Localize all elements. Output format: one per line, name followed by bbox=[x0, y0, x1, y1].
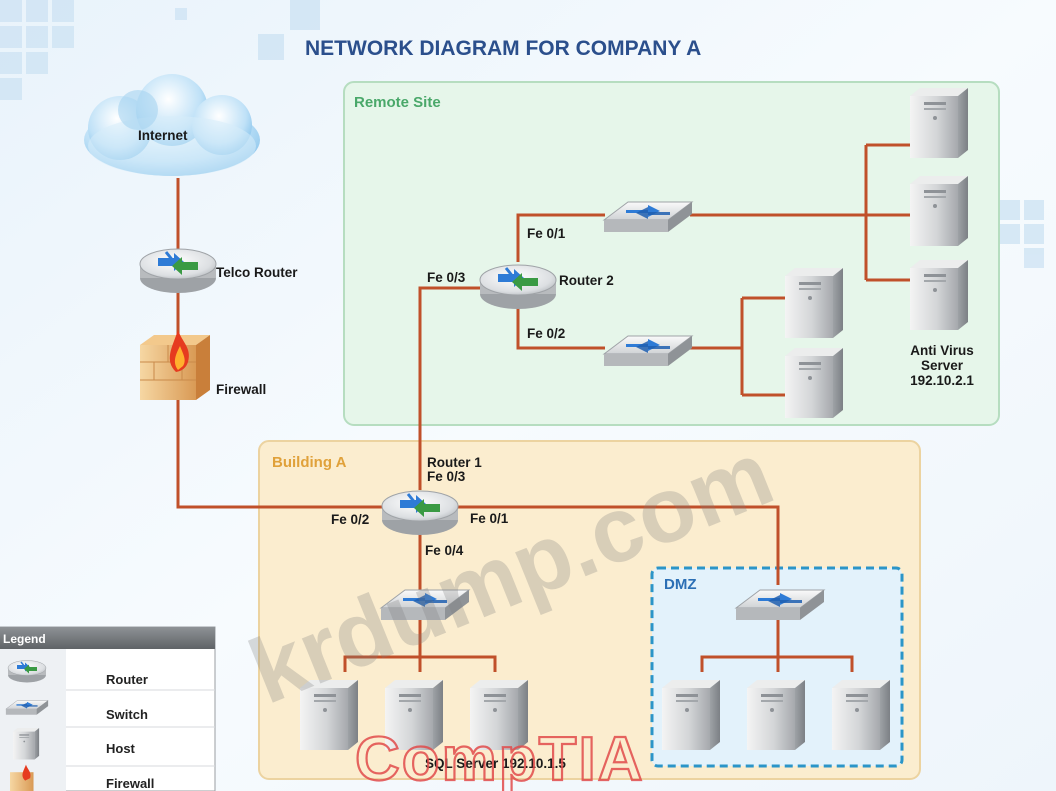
telco-router-icon bbox=[138, 247, 218, 295]
legend-host-label: Host bbox=[106, 741, 136, 756]
sql-server-label: SQL Server 192.10.1.5 bbox=[425, 756, 566, 771]
dmz-server-1-icon bbox=[662, 680, 720, 750]
antivirus-server-label-1: Anti Virus bbox=[910, 343, 974, 358]
router-1-port-fe02: Fe 0/2 bbox=[331, 512, 369, 527]
internet-cloud-icon bbox=[84, 74, 260, 176]
building-a-label: Building A bbox=[272, 454, 347, 471]
antivirus-server-label-2: Server bbox=[921, 358, 964, 373]
remote-server-4-icon bbox=[785, 348, 843, 418]
firewall-icon bbox=[140, 330, 210, 400]
legend-host-icon bbox=[13, 728, 40, 760]
telco-router-label: Telco Router bbox=[216, 265, 298, 280]
router-2-label: Router 2 bbox=[559, 273, 614, 288]
legend-router-icon bbox=[7, 659, 47, 684]
diagram-title: NETWORK DIAGRAM FOR COMPANY A bbox=[305, 37, 701, 60]
remote-site-label: Remote Site bbox=[354, 94, 441, 111]
router-1-port-fe01: Fe 0/1 bbox=[470, 511, 509, 526]
dmz-server-3-icon bbox=[832, 680, 890, 750]
brand-watermark: CompTIA bbox=[355, 725, 645, 791]
router-2-port-fe01: Fe 0/1 bbox=[527, 226, 566, 241]
antivirus-server-icon bbox=[910, 260, 968, 330]
remote-server-1-icon bbox=[910, 88, 968, 158]
router-1-port-fe04: Fe 0/4 bbox=[425, 543, 464, 558]
router-1-port-fe03: Fe 0/3 bbox=[427, 469, 466, 484]
legend-router-label: Router bbox=[106, 672, 148, 687]
internet-label: Internet bbox=[138, 128, 188, 143]
dmz-label: DMZ bbox=[664, 576, 697, 593]
legend-title: Legend bbox=[3, 632, 46, 646]
remote-server-2-icon bbox=[910, 176, 968, 246]
legend-switch-label: Switch bbox=[106, 707, 148, 722]
firewall-label: Firewall bbox=[216, 382, 266, 397]
decor-squares bbox=[0, 0, 1044, 268]
dmz-server-2-icon bbox=[747, 680, 805, 750]
router-1-label: Router 1 bbox=[427, 455, 482, 470]
remote-site-zone bbox=[343, 81, 1000, 426]
remote-server-3-icon bbox=[785, 268, 843, 338]
legend-firewall-icon bbox=[10, 764, 34, 791]
antivirus-server-label-3: 192.10.2.1 bbox=[910, 373, 974, 388]
legend: Legend Router Switch Host Firewall bbox=[0, 626, 216, 791]
router-2-port-fe03: Fe 0/3 bbox=[427, 270, 466, 285]
router-2-port-fe02: Fe 0/2 bbox=[527, 326, 565, 341]
router-2-icon bbox=[478, 263, 558, 311]
legend-firewall-label: Firewall bbox=[106, 776, 154, 791]
router-1-icon bbox=[380, 489, 460, 537]
